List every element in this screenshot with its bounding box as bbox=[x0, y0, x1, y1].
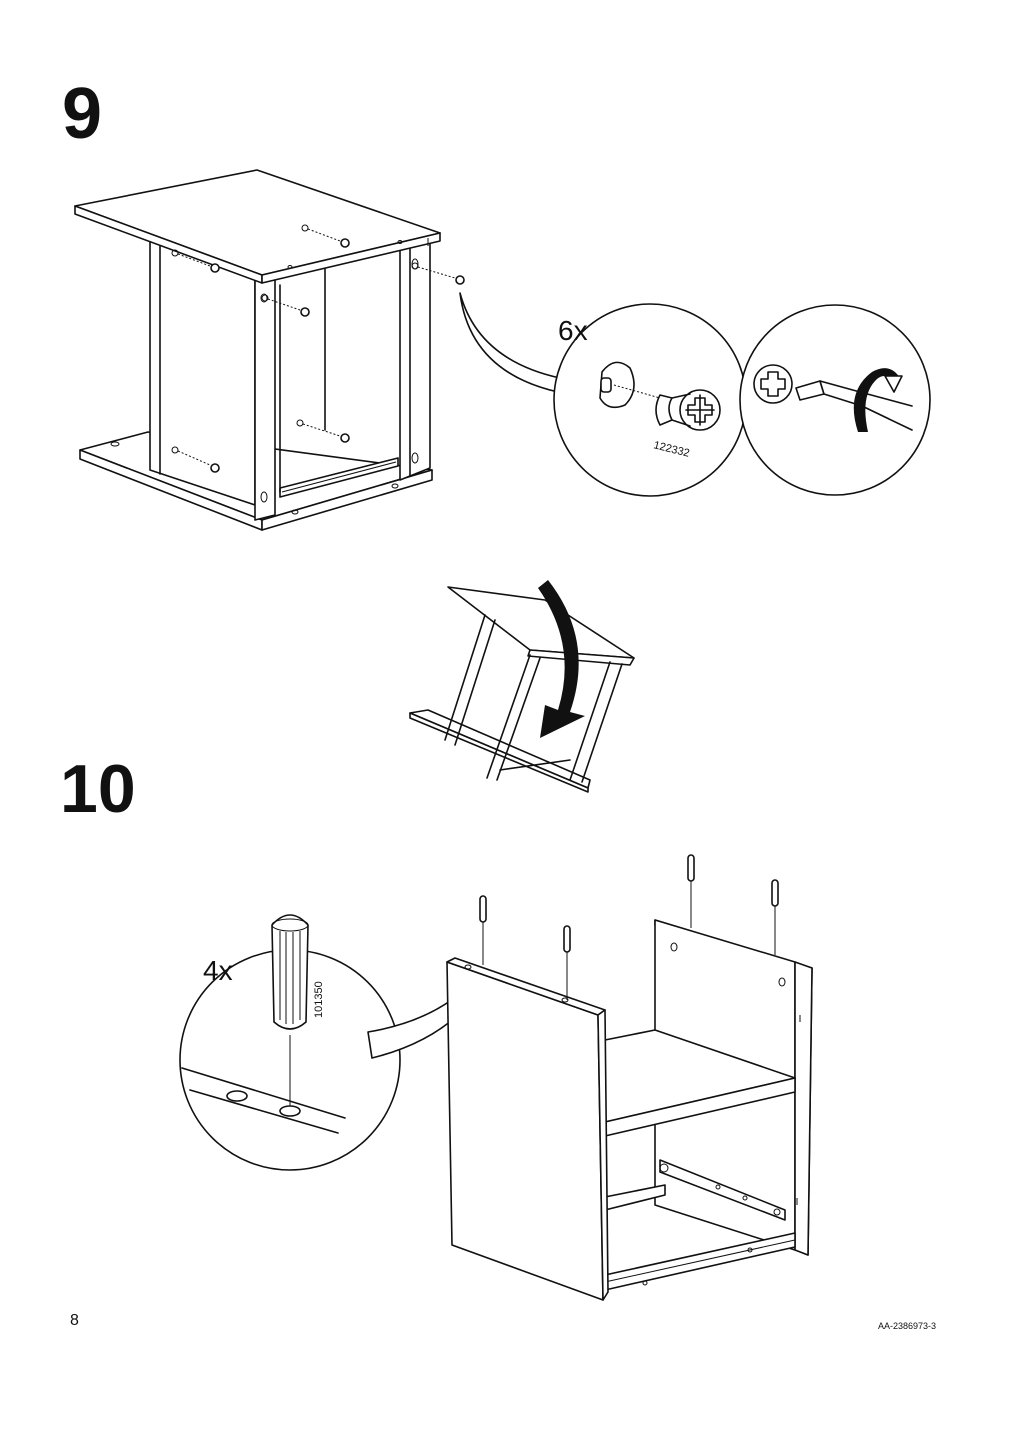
top-board-side-edge bbox=[261, 232, 441, 284]
step-10-number: 10 bbox=[60, 751, 136, 827]
step-9-quantity: 6x bbox=[558, 315, 588, 346]
cam-lock-icon bbox=[655, 389, 721, 431]
step-9-number: 9 bbox=[62, 74, 102, 154]
step-10-quantity: 4x bbox=[203, 955, 233, 986]
step-9-detail-tighten bbox=[739, 304, 931, 496]
detail-leader bbox=[459, 292, 561, 393]
dowel-hole bbox=[279, 1105, 301, 1117]
left-side-panel bbox=[149, 237, 256, 506]
rotate-arrow-icon bbox=[853, 368, 900, 432]
left-side-panel bbox=[446, 961, 604, 1301]
front-edge-strip bbox=[254, 269, 276, 521]
hole-marker bbox=[291, 509, 299, 515]
drawer-rail bbox=[659, 1159, 786, 1221]
flip-arrow-icon bbox=[538, 580, 585, 738]
top-board-face bbox=[74, 169, 441, 276]
document-id: AA-2386973-3 bbox=[878, 1321, 937, 1331]
flip-cabinet-illustration bbox=[409, 580, 635, 793]
step-9-detail-insert: 6x 122332 bbox=[553, 303, 747, 497]
cam-lock-installed bbox=[753, 364, 793, 404]
cam-lock-fittings bbox=[171, 224, 465, 473]
step-10-part-number: 101350 bbox=[313, 981, 325, 1018]
dowel-hole bbox=[226, 1090, 248, 1102]
step-9-cabinet-upside-down bbox=[74, 169, 465, 531]
dowels bbox=[479, 854, 779, 1000]
page-number: 8 bbox=[70, 1312, 79, 1329]
right-side-panel bbox=[399, 237, 431, 481]
wooden-dowel-icon bbox=[271, 914, 309, 1030]
step-10-detail-dowel: 4x 101350 bbox=[179, 914, 401, 1171]
flip-top-board bbox=[447, 586, 635, 659]
step-10-cabinet bbox=[446, 854, 813, 1301]
hole-marker bbox=[391, 483, 399, 489]
inner-shelf-edge bbox=[604, 1184, 666, 1211]
bottom-board-side-edge bbox=[261, 469, 433, 531]
hole-marker bbox=[110, 441, 120, 447]
